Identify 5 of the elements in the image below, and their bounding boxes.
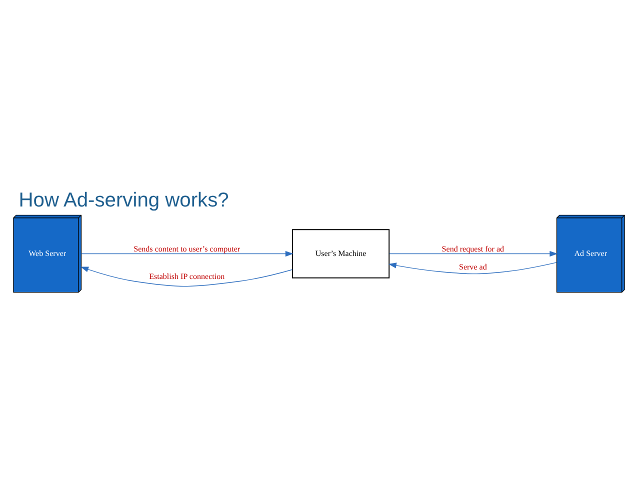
diagram-title: How Ad-serving works? [18,188,229,211]
arrow [80,266,293,286]
arrow [388,262,557,274]
arrow [389,250,558,256]
arrow [80,250,294,256]
